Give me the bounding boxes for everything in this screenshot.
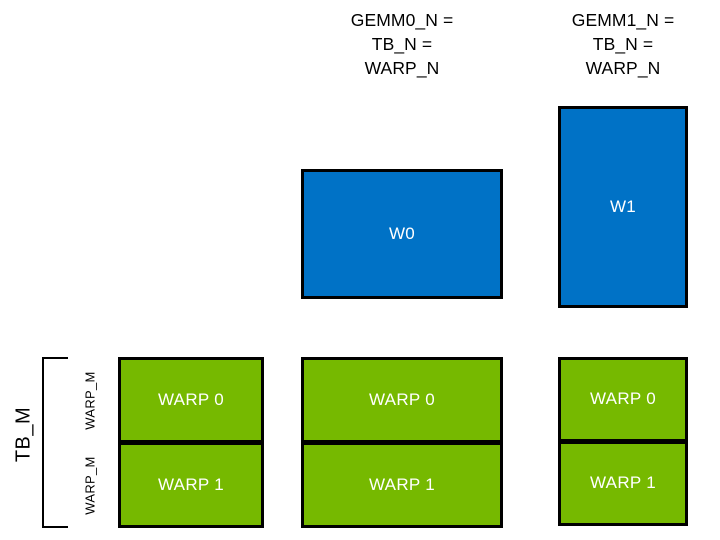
warp-cell-g2-warp0-label: WARP 0	[589, 389, 657, 409]
tb-m-axis-label: TB_M	[12, 406, 35, 463]
warp-m-label-top: WARP_M	[82, 371, 98, 430]
warp-cell-g1-warp1-label: WARP 1	[368, 474, 436, 494]
warp-cell-g2-warp0[interactable]: WARP 0	[558, 357, 688, 442]
warp-m-label-bottom: WARP_M	[82, 456, 98, 515]
warp-group-0: WARP 0 WARP 1	[118, 357, 264, 528]
warp-box-w1-label: W1	[609, 197, 637, 216]
gemm0-column-header: GEMM0_N = TB_N = WARP_N	[350, 10, 454, 78]
warp-cell-g1-warp0[interactable]: WARP 0	[301, 357, 503, 443]
warp-group-1: WARP 0 WARP 1	[301, 357, 503, 528]
warp-box-w1[interactable]: W1	[558, 106, 688, 308]
warp-box-w0-label: W0	[388, 224, 416, 243]
warp-cell-g1-warp0-label: WARP 0	[368, 389, 436, 409]
tb-m-bracket	[42, 357, 68, 528]
warp-cell-g0-warp0-label: WARP 0	[157, 389, 225, 409]
warp-cell-g2-warp1[interactable]: WARP 1	[558, 441, 688, 526]
warp-cell-g0-warp1-label: WARP 1	[157, 474, 225, 494]
warp-cell-g2-warp1-label: WARP 1	[589, 473, 657, 493]
warp-box-w0[interactable]: W0	[301, 169, 503, 299]
gemm1-column-header: GEMM1_N = TB_N = WARP_N	[571, 10, 675, 78]
warp-cell-g0-warp0[interactable]: WARP 0	[118, 357, 264, 443]
warp-cell-g1-warp1[interactable]: WARP 1	[301, 442, 503, 528]
warp-group-2: WARP 0 WARP 1	[558, 357, 688, 526]
warp-cell-g0-warp1[interactable]: WARP 1	[118, 442, 264, 528]
